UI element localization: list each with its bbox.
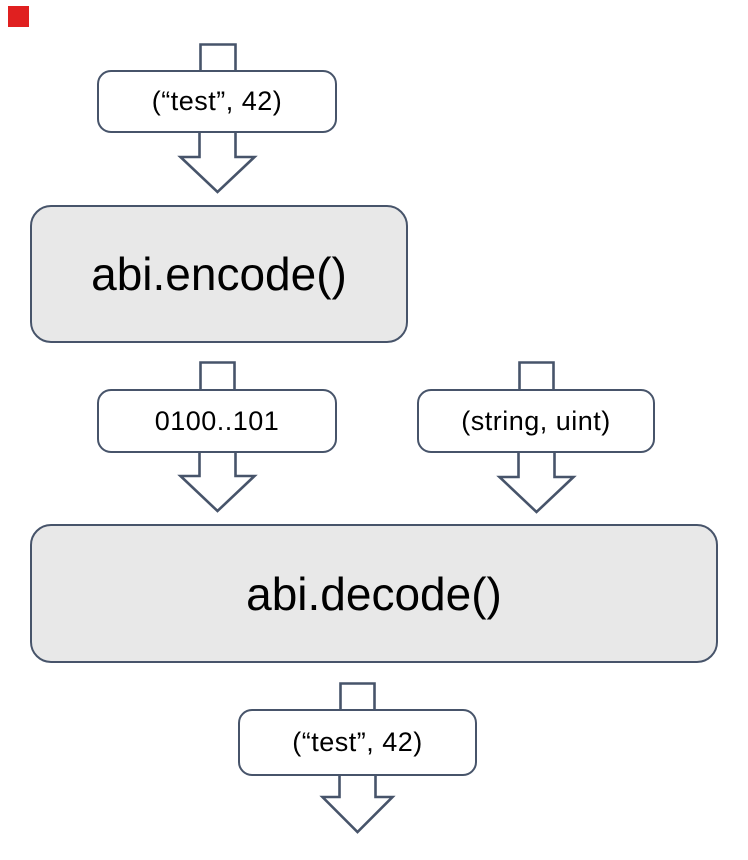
encoded-bytes-node: 0100..101	[97, 389, 337, 453]
down-arrow-bytes-to-decode-icon	[177, 449, 258, 513]
input-tuple-label: (“test”, 42)	[151, 86, 283, 116]
down-arrow-shaft-into-output-icon	[339, 682, 376, 712]
down-arrow-shaft-into-bytes-icon	[199, 361, 236, 392]
types-tuple-node: (string, uint)	[417, 389, 655, 453]
abi-decode-label: abi.decode()	[246, 567, 502, 620]
output-tuple-label: (“test”, 42)	[292, 727, 423, 757]
down-arrow-shaft-into-types-icon	[518, 361, 555, 392]
down-arrow-input-to-encode-icon	[177, 130, 258, 194]
abi-encode-label: abi.encode()	[91, 248, 347, 300]
encoded-bytes-label: 0100..101	[154, 405, 280, 436]
down-arrow-types-to-decode-icon	[496, 449, 577, 514]
red-square-marker	[8, 6, 29, 27]
output-tuple-node: (“test”, 42)	[238, 709, 477, 776]
abi-encode-process-node: abi.encode()	[30, 205, 408, 343]
types-tuple-label: (string, uint)	[461, 405, 611, 436]
abi-decode-process-node: abi.decode()	[30, 524, 718, 663]
down-arrow-shaft-into-input-icon	[199, 43, 237, 73]
input-tuple-node: (“test”, 42)	[97, 70, 337, 133]
down-arrow-output-exit-icon	[319, 772, 396, 834]
